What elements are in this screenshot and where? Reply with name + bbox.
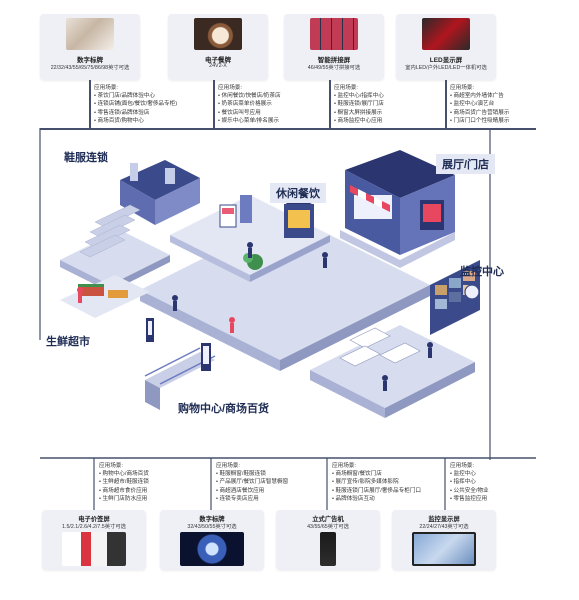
top-scene-list: 应用场景: 监控中心/指挥中心 鞋服连锁/展厅门店 橱窗大屏拼接展示 商场监控中… — [334, 84, 384, 125]
scene-item: 商超室内外墙体广告 — [450, 92, 509, 100]
scene-item: 连锁专卖店应用 — [216, 495, 288, 503]
label-clothing: 鞋服连锁 — [64, 152, 108, 164]
label-showroom: 展厅/门店 — [436, 154, 496, 174]
top-scene-list: 应用场景: 茶饮门店/品牌体验中心 连锁店铺(面包/餐饮/奢侈品专柜) 零售连锁… — [94, 84, 177, 125]
label-mall: 购物中心/商场百货 — [178, 403, 270, 415]
showroom-roof — [345, 150, 455, 198]
scene-title: 应用场景: — [216, 463, 240, 469]
scene-item: 商场超市食价应用 — [99, 487, 149, 495]
scene-item: 监控中心 — [450, 470, 489, 478]
scene-title: 应用场景: — [218, 85, 242, 91]
product-card-digital-signage-2[interactable]: 数字标牌 32/43/50/55英寸可选 — [160, 510, 264, 570]
clothing-store-roof — [120, 160, 200, 200]
scene-item: 产品展厅/餐饮门店智慧橱窗 — [216, 478, 289, 486]
product-card-monitor-display[interactable]: 监控显示屏 22/24/27/43英寸可选 — [392, 510, 496, 570]
product-name: 数字标牌 — [199, 516, 225, 523]
top-divider-line — [40, 128, 536, 130]
scene-item: 鞋服连锁/展厅门店 — [334, 100, 384, 108]
scene-item: 鞋服橱窗/鞋服连锁 — [216, 470, 288, 478]
product-card-led-display[interactable]: LED显示屏 室内LED/户外LED/LED一体机可选 — [396, 14, 496, 80]
scene-item: 购物中心/商场百货 — [99, 470, 149, 478]
product-spec: 22/32/43/55/65/75/86/98英寸可选 — [50, 65, 130, 71]
scene-item: 门店门口个性吸睛展示 — [450, 117, 510, 125]
mall-floor — [140, 215, 430, 360]
scene-item: 商场百货/购物中心 — [94, 117, 177, 125]
scene-item: 餐饮店叫号应用 — [218, 109, 281, 117]
bottom-scene-list: 应用场景: 购物中心/商场百货 生鲜超市/鞋服连锁 商场超市食价应用 生鲜门店防… — [99, 462, 149, 503]
monitor-floor — [310, 325, 475, 408]
product-spec: 1.5/2.1/2.6/4.2/7.5英寸可选 — [62, 524, 126, 530]
scene-item: 生鲜门店防水应用 — [99, 495, 149, 503]
product-spec: 43/55/65英寸可选 — [307, 524, 349, 530]
scene-item: 商场监控中心应用 — [334, 117, 384, 125]
product-spec: 46/49/55英寸拼接可选 — [307, 65, 361, 71]
scene-item: 指挥中心 — [450, 478, 489, 486]
scene-item: 品牌体验店互动 — [332, 495, 421, 503]
scene-title: 应用场景: — [334, 85, 358, 91]
scene-item: 零售监控应用 — [450, 495, 489, 503]
digital-signage-2-image — [180, 532, 244, 566]
product-card-digital-signage[interactable]: 数字标牌 22/32/43/55/65/75/86/98英寸可选 — [40, 14, 140, 80]
scene-item: 商场百货广告营销展示 — [450, 109, 510, 117]
product-name: 智能拼接屏 — [317, 57, 351, 64]
scene-item: 生鲜超市/鞋服连锁 — [99, 478, 149, 486]
scene-item: 商超酒店餐饮应用 — [216, 487, 288, 495]
product-card-menu-board[interactable]: 电子餐牌 24V2-X — [168, 14, 268, 80]
product-name: 立式广告机 — [312, 516, 344, 523]
scene-title: 应用场景: — [450, 463, 474, 469]
label-monitor: 监控中心 — [460, 266, 504, 278]
connector-line — [445, 80, 447, 128]
scene-item: 公共安全/物业 — [450, 487, 489, 495]
scene-item: 展厅宣传/影院多媒体影院 — [332, 478, 421, 486]
product-card-video-wall[interactable]: 智能拼接屏 46/49/55英寸拼接可选 — [284, 14, 384, 80]
scene-item: 娱乐中心菜单/排名展示 — [218, 117, 281, 125]
scene-item: 鞋服连锁门店展厅/奢侈品专柜门口 — [332, 487, 421, 495]
scene-item: 监控中心/演艺台 — [450, 100, 509, 108]
fresh-floor — [60, 275, 150, 318]
escalator — [145, 352, 215, 388]
connector-line — [329, 80, 331, 128]
top-scene-list: 应用场景: 休闲餐饮/快餐店/奶茶店 奶茶店菜单价格展示 餐饮店叫号应用 娱乐中… — [218, 84, 281, 125]
product-spec: 室内LED/户外LED/LED一体机可选 — [405, 65, 487, 71]
scene-item: 连锁店铺(面包/餐饮/奢侈品专柜) — [94, 100, 178, 108]
scene-title: 应用场景: — [99, 463, 123, 469]
scene-item: 商场橱窗/餐饮门店 — [332, 470, 421, 478]
scene-title: 应用场景: — [450, 85, 474, 91]
connector-line — [213, 80, 215, 128]
scene-item: 橱窗大屏拼接展示 — [334, 109, 384, 117]
bottom-scene-list: 应用场景: 商场橱窗/餐饮门店 展厅宣传/影院多媒体影院 鞋服连锁门店展厅/奢侈… — [332, 462, 421, 503]
product-spec: 32/43/50/55英寸可选 — [187, 524, 237, 530]
top-scene-list: 应用场景: 商超室内外墙体广告 监控中心/演艺台 商场百货广告营销展示 门店门口… — [450, 84, 509, 125]
product-name: 监控显示屏 — [428, 516, 460, 523]
label-leisure: 休闲餐饮 — [270, 183, 326, 203]
clothing-floor — [60, 230, 170, 285]
bottom-scene-list: 应用场景: 鞋服橱窗/鞋服连锁 产品展厅/餐饮门店智慧橱窗 商超酒店餐饮应用 连… — [216, 462, 288, 503]
digital-signage-image — [66, 18, 114, 50]
monitor-display-image — [412, 532, 476, 566]
product-spec: 22/24/27/43英寸可选 — [419, 524, 469, 530]
product-card-e-price-tag[interactable]: 电子价签屏 1.5/2.1/2.6/4.2/7.5英寸可选 — [42, 510, 146, 570]
led-display-image — [422, 18, 470, 50]
connector-line — [89, 80, 91, 128]
label-fresh: 生鲜超市 — [46, 336, 90, 348]
scene-title: 应用场景: — [94, 85, 118, 91]
product-card-kiosk-ad[interactable]: 立式广告机 43/55/65英寸可选 — [276, 510, 380, 570]
scene-item: 茶饮门店/品牌体验中心 — [94, 92, 177, 100]
product-name: 数字标牌 — [77, 57, 103, 64]
scene-item: 奶茶店菜单价格展示 — [218, 100, 281, 108]
kiosk-ad-image — [320, 532, 336, 566]
product-name: 电子价签屏 — [78, 516, 110, 523]
scene-item: 零售连锁/品牌体验店 — [94, 109, 177, 117]
product-name: LED显示屏 — [429, 57, 463, 64]
bottom-scene-list: 应用场景: 监控中心 指挥中心 公共安全/物业 零售监控应用 — [450, 462, 489, 503]
scene-item: 监控中心/指挥中心 — [334, 92, 384, 100]
product-name: 电子餐牌 — [205, 57, 231, 64]
product-spec: 24V2-X — [209, 63, 227, 69]
e-price-tag-image — [62, 532, 126, 566]
menu-board-image — [194, 18, 242, 50]
scene-item: 休闲餐饮/快餐店/奶茶店 — [218, 92, 281, 100]
scene-title: 应用场景: — [332, 463, 356, 469]
video-wall-image — [310, 18, 358, 50]
